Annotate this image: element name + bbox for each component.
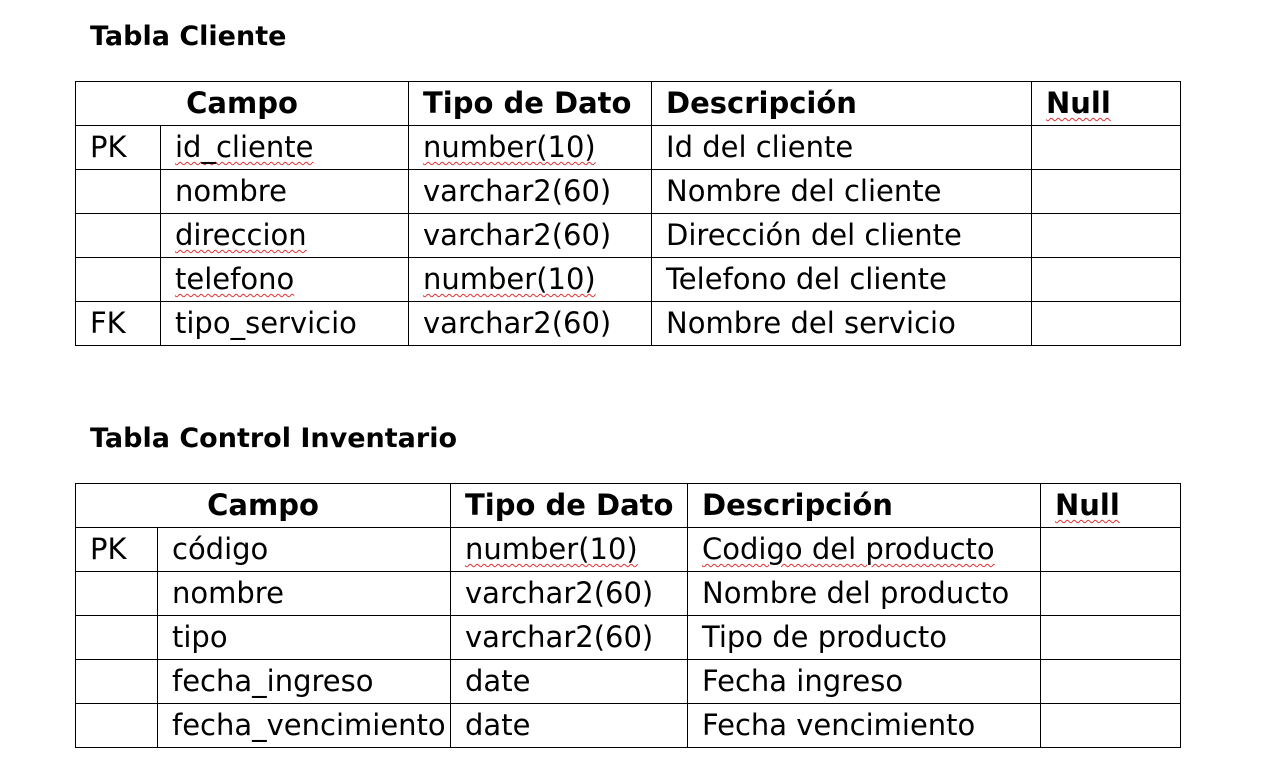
tipo-cell: number(10) <box>408 257 653 302</box>
table-row: PK código number(10) Codigo del producto <box>75 527 1182 572</box>
tipo-text: number(10) <box>465 532 638 566</box>
descripcion-cell: Fecha vencimiento <box>687 703 1042 748</box>
null-cell <box>1031 125 1182 170</box>
table-row: direccion varchar2(60) Dirección del cli… <box>75 213 1182 258</box>
campo-cell: tipo_servicio <box>159 301 410 346</box>
tipo-cell: number(10) <box>450 527 689 572</box>
descripcion-cell: Tipo de producto <box>687 615 1042 660</box>
campo-cell: fecha_ingreso <box>156 659 452 704</box>
campo-cell: código <box>156 527 452 572</box>
null-cell <box>1031 169 1182 214</box>
table-row: telefono number(10) Telefono del cliente <box>75 257 1182 302</box>
tipo-cell: date <box>450 703 689 748</box>
table-header-row: Campo Tipo de Dato Descripción Null <box>74 81 1182 126</box>
campo-text: id_cliente <box>175 130 314 164</box>
tipo-text: number(10) <box>423 262 596 296</box>
descripcion-cell: Id del cliente <box>651 125 1033 170</box>
campo-cell: tipo <box>156 615 452 660</box>
table-row: fecha_ingreso date Fecha ingreso <box>75 659 1182 704</box>
campo-text: telefono <box>175 262 295 296</box>
key-cell <box>75 615 158 660</box>
key-cell: FK <box>75 301 161 346</box>
campo-cell: direccion <box>159 213 410 258</box>
campo-cell: nombre <box>159 169 410 214</box>
tipo-text: number(10) <box>423 130 596 164</box>
table-row: tipo varchar2(60) Tipo de producto <box>75 615 1182 660</box>
descripcion-cell: Nombre del cliente <box>651 169 1033 214</box>
null-cell <box>1040 659 1182 704</box>
campo-text: direccion <box>175 218 307 252</box>
descripcion-cell: Nombre del servicio <box>651 301 1033 346</box>
key-cell <box>75 571 158 616</box>
null-cell <box>1040 571 1182 616</box>
key-cell <box>75 213 161 258</box>
header-null: Null <box>1031 81 1182 126</box>
descripcion-cell: Telefono del cliente <box>651 257 1033 302</box>
header-campo: Campo <box>74 483 452 528</box>
key-cell <box>75 703 158 748</box>
null-cell <box>1040 527 1182 572</box>
descripcion-cell: Codigo del producto <box>687 527 1042 572</box>
header-null: Null <box>1040 483 1182 528</box>
null-cell <box>1031 301 1182 346</box>
table-inventario: Campo Tipo de Dato Descripción Null PK c… <box>74 483 1182 748</box>
campo-cell: telefono <box>159 257 410 302</box>
table-row: PK id_cliente number(10) Id del cliente <box>75 125 1182 170</box>
header-tipo-dato: Tipo de Dato <box>450 483 689 528</box>
header-descripcion: Descripción <box>651 81 1033 126</box>
tipo-cell: varchar2(60) <box>408 169 653 214</box>
descripcion-cell: Nombre del producto <box>687 571 1042 616</box>
header-descripcion: Descripción <box>687 483 1042 528</box>
table-inventario-title: Tabla Control Inventario <box>90 423 458 454</box>
tipo-cell: number(10) <box>408 125 653 170</box>
tipo-cell: date <box>450 659 689 704</box>
table-row: nombre varchar2(60) Nombre del producto <box>75 571 1182 616</box>
descripcion-cell: Fecha ingreso <box>687 659 1042 704</box>
key-cell <box>75 169 161 214</box>
tipo-cell: varchar2(60) <box>450 615 689 660</box>
header-null-text: Null <box>1046 86 1111 120</box>
table-row: nombre varchar2(60) Nombre del cliente <box>75 169 1182 214</box>
table-cliente: Campo Tipo de Dato Descripción Null PK i… <box>74 81 1182 346</box>
header-campo: Campo <box>74 81 410 126</box>
key-cell: PK <box>75 527 158 572</box>
tipo-cell: varchar2(60) <box>408 301 653 346</box>
table-cliente-title: Tabla Cliente <box>90 21 287 52</box>
campo-cell: nombre <box>156 571 452 616</box>
null-cell <box>1031 257 1182 302</box>
table-row: FK tipo_servicio varchar2(60) Nombre del… <box>75 301 1182 346</box>
key-cell <box>75 659 158 704</box>
header-null-text: Null <box>1055 488 1120 522</box>
header-tipo-dato: Tipo de Dato <box>408 81 653 126</box>
descripcion-cell: Dirección del cliente <box>651 213 1033 258</box>
tipo-cell: varchar2(60) <box>450 571 689 616</box>
tipo-cell: varchar2(60) <box>408 213 653 258</box>
campo-cell: fecha_vencimiento <box>156 703 452 748</box>
key-cell <box>75 257 161 302</box>
table-header-row: Campo Tipo de Dato Descripción Null <box>74 483 1182 528</box>
null-cell <box>1040 703 1182 748</box>
null-cell <box>1031 213 1182 258</box>
descripcion-text: Codigo del producto <box>702 532 995 566</box>
table-row: fecha_vencimiento date Fecha vencimiento <box>75 703 1182 748</box>
null-cell <box>1040 615 1182 660</box>
key-cell: PK <box>75 125 161 170</box>
campo-cell: id_cliente <box>159 125 410 170</box>
